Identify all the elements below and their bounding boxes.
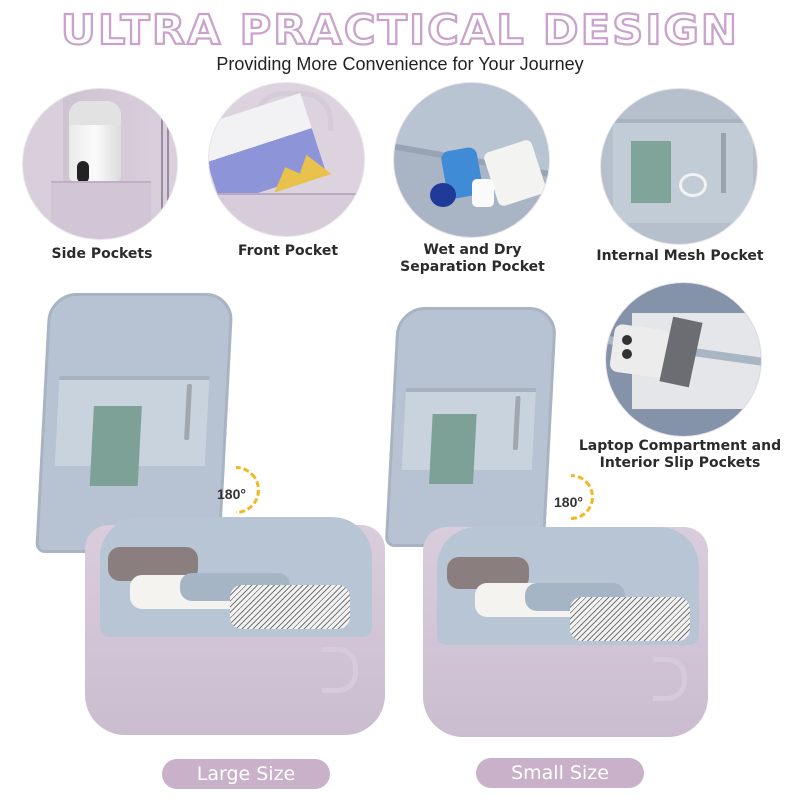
caption-line-2: Separation Pocket bbox=[400, 259, 545, 275]
feature-caption-front-pocket: Front Pocket bbox=[237, 243, 339, 259]
small-backpack-photo bbox=[384, 305, 715, 750]
feature-caption-internal-mesh: Internal Mesh Pocket bbox=[596, 248, 764, 264]
wet-dry-pocket-photo bbox=[393, 82, 550, 238]
large-opening-angle: 180° bbox=[217, 486, 246, 502]
large-backpack-photo bbox=[30, 285, 390, 745]
feature-caption-laptop: Laptop Compartment and Interior Slip Poc… bbox=[565, 438, 795, 472]
page-title: ULTRA PRACTICAL DESIGN bbox=[60, 5, 740, 55]
large-size-badge: Large Size bbox=[162, 759, 330, 789]
side-pocket-photo bbox=[22, 88, 178, 240]
page-subtitle: Providing More Convenience for Your Jour… bbox=[216, 54, 584, 74]
mesh-pocket-photo bbox=[600, 88, 758, 245]
feature-caption-wet-dry: Wet and Dry Separation Pocket bbox=[385, 242, 560, 276]
small-opening-angle: 180° bbox=[554, 494, 583, 510]
caption-line-2: Interior Slip Pockets bbox=[599, 455, 761, 471]
laptop-compartment-photo bbox=[605, 282, 762, 437]
front-pocket-photo bbox=[208, 82, 365, 237]
small-size-badge: Small Size bbox=[476, 758, 644, 788]
feature-caption-side-pockets: Side Pockets bbox=[51, 246, 153, 262]
caption-line-1: Laptop Compartment and bbox=[578, 438, 782, 454]
caption-line-1: Wet and Dry bbox=[423, 242, 522, 258]
